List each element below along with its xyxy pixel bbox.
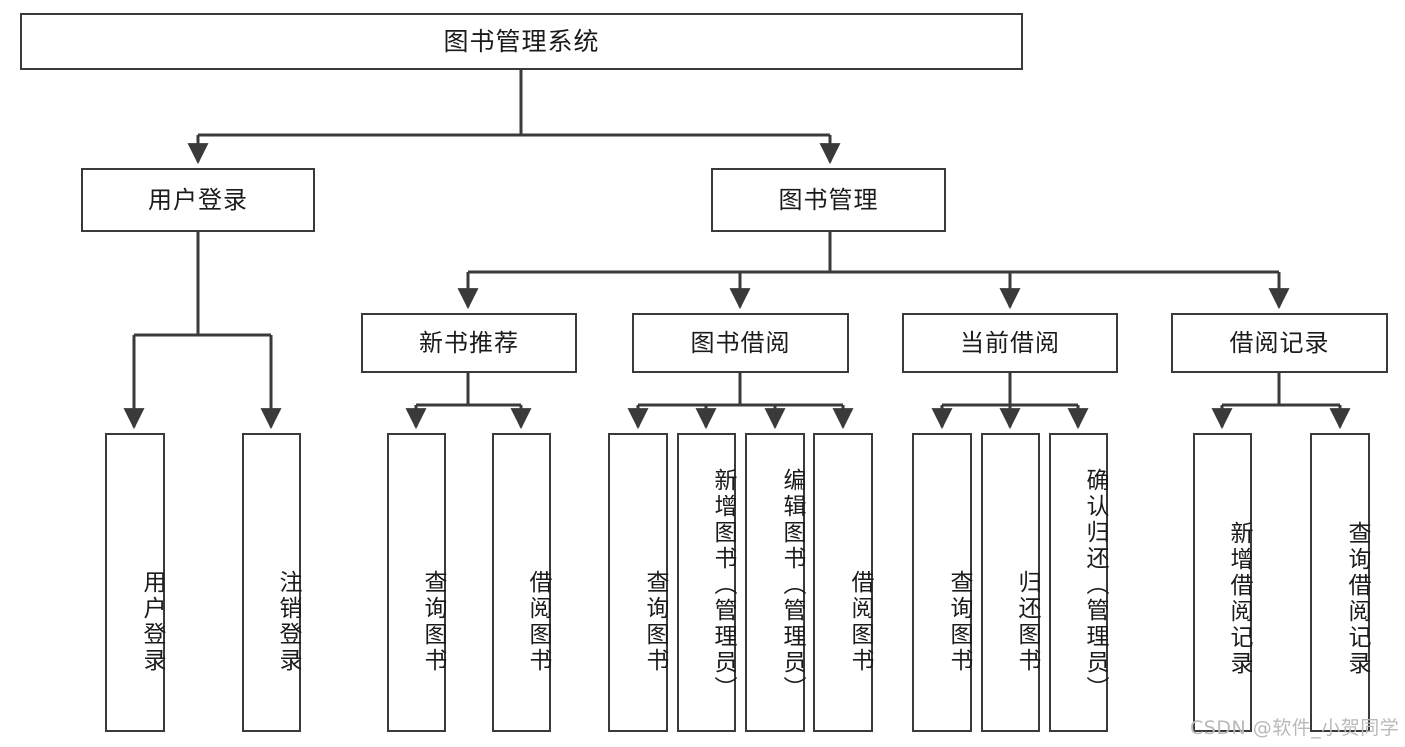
leaf-return-book[interactable]: 归还图书 xyxy=(981,433,1040,732)
node-root-book-management-system[interactable]: 图书管理系统 xyxy=(20,13,1023,70)
leaf-query-book-borrow[interactable]: 查询图书 xyxy=(608,433,668,732)
leaf-query-book-current[interactable]: 查询图书 xyxy=(912,433,972,732)
node-book-management[interactable]: 图书管理 xyxy=(711,168,946,232)
leaf-confirm-return-admin[interactable]: 确认归还（管理员） xyxy=(1049,433,1108,732)
leaf-query-borrow-record[interactable]: 查询借阅记录 xyxy=(1310,433,1370,732)
node-book-borrow[interactable]: 图书借阅 xyxy=(632,313,849,373)
csdn-watermark: CSDN @软件_小贺同学 xyxy=(1190,717,1400,739)
node-current-borrow[interactable]: 当前借阅 xyxy=(902,313,1118,373)
leaf-user-login[interactable]: 用户登录 xyxy=(105,433,165,732)
node-user-login[interactable]: 用户登录 xyxy=(81,168,315,232)
leaf-borrow-book-new[interactable]: 借阅图书 xyxy=(492,433,551,732)
leaf-query-book-new[interactable]: 查询图书 xyxy=(387,433,446,732)
leaf-edit-book-admin[interactable]: 编辑图书（管理员） xyxy=(745,433,805,732)
leaf-logout[interactable]: 注销登录 xyxy=(242,433,301,732)
leaf-add-borrow-record[interactable]: 新增借阅记录 xyxy=(1193,433,1252,732)
leaf-add-book-admin[interactable]: 新增图书（管理员） xyxy=(677,433,736,732)
leaf-borrow-book[interactable]: 借阅图书 xyxy=(813,433,873,732)
node-borrow-record[interactable]: 借阅记录 xyxy=(1171,313,1388,373)
node-new-book-recommend[interactable]: 新书推荐 xyxy=(361,313,577,373)
